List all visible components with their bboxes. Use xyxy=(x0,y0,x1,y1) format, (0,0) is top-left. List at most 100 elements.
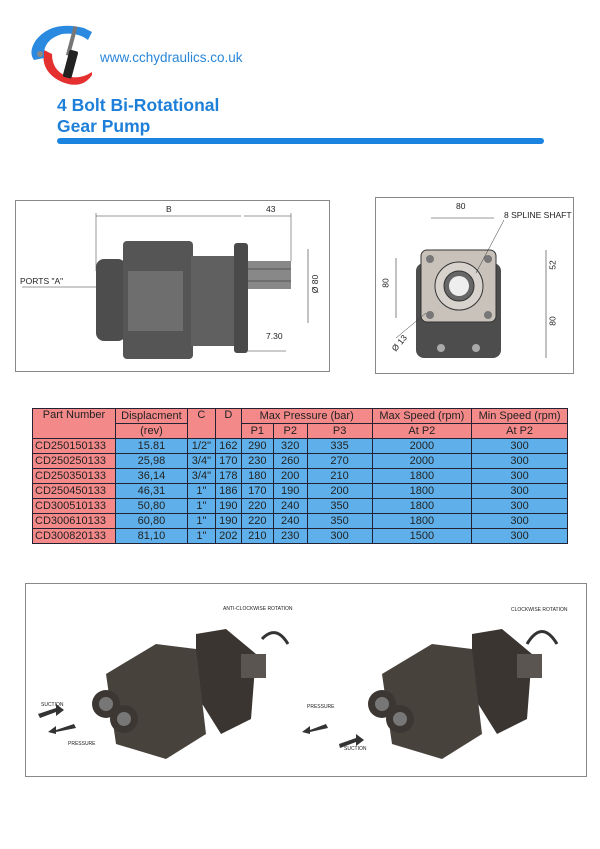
cell-p2: 190 xyxy=(272,483,308,499)
cell-p1: 170 xyxy=(240,483,274,499)
cell-p1: 180 xyxy=(240,468,274,484)
cell-p3: 210 xyxy=(306,468,373,484)
cell-part-number: CD300610133 xyxy=(32,513,116,529)
website-url[interactable]: www.cchydraulics.co.uk xyxy=(100,50,243,65)
cell-displacement: 60,80 xyxy=(114,513,188,529)
cell-displacement: 50,80 xyxy=(114,498,188,514)
cell-min-speed: 300 xyxy=(471,513,568,529)
cell-min-speed: 300 xyxy=(471,483,568,499)
title-line-1: 4 Bolt Bi-Rotational xyxy=(57,95,220,115)
cell-max-speed: 1800 xyxy=(371,483,473,499)
cell-d: 202 xyxy=(214,528,242,544)
cell-p3: 350 xyxy=(306,513,373,529)
pump-isometric-illustrations xyxy=(38,629,559,759)
cell-part-number: CD250450133 xyxy=(32,483,116,499)
cell-min-speed: 300 xyxy=(471,468,568,484)
header-c: C xyxy=(186,408,216,439)
cell-p1: 220 xyxy=(240,513,274,529)
cell-max-speed: 1800 xyxy=(371,468,473,484)
logo xyxy=(31,25,92,85)
cell-max-speed: 2000 xyxy=(371,453,473,469)
anti-clockwise-label: ANTI-CLOCKWISE ROTATION xyxy=(223,606,293,612)
header-max-speed: Max Speed (rpm) xyxy=(371,408,473,424)
cell-max-speed: 2000 xyxy=(371,438,473,454)
dim-diameter-80: Ø 80 xyxy=(310,274,321,294)
dim-b: B xyxy=(166,204,172,214)
ports-a-label: PORTS "A" xyxy=(20,276,64,286)
spec-table: Part Number Displacment C D Max Pressure… xyxy=(32,408,568,544)
spline-shaft-label: 8 SPLINE SHAFT xyxy=(504,210,572,220)
cell-max-speed: 1800 xyxy=(371,513,473,529)
cell-p1: 210 xyxy=(240,528,274,544)
cell-displacement: 36,14 xyxy=(114,468,188,484)
dim-7-30: 7.30 xyxy=(266,331,283,341)
cell-c: 1/2" xyxy=(186,438,216,454)
cell-displacement: 81,10 xyxy=(114,528,188,544)
dim-80-right: 80 xyxy=(547,316,558,326)
pump-front-illustration xyxy=(395,217,547,358)
cell-p1: 230 xyxy=(240,453,274,469)
cell-max-speed: 1800 xyxy=(371,498,473,514)
header-part-number: Part Number xyxy=(32,408,116,439)
cell-part-number: CD250250133 xyxy=(32,453,116,469)
cell-c: 1" xyxy=(186,513,216,529)
cell-min-speed: 300 xyxy=(471,453,568,469)
cell-part-number: CD300510133 xyxy=(32,498,116,514)
table-header-row: Part Number Displacment C D Max Pressure… xyxy=(32,408,568,439)
pump-side-illustration xyxy=(22,213,309,359)
cell-p3: 350 xyxy=(306,498,373,514)
cell-c: 1" xyxy=(186,483,216,499)
page-title: 4 Bolt Bi-Rotational Gear Pump xyxy=(57,95,219,137)
cell-displacement: 15.81 xyxy=(114,438,188,454)
cell-p2: 240 xyxy=(272,498,308,514)
header-displacement-unit: (rev) xyxy=(114,423,188,439)
header-min-speed: Min Speed (rpm) xyxy=(471,408,568,424)
cell-p2: 200 xyxy=(272,468,308,484)
cell-c: 1" xyxy=(186,528,216,544)
cell-min-speed: 300 xyxy=(471,528,568,544)
cell-max-speed: 1500 xyxy=(371,528,473,544)
header-displacement: Displacment xyxy=(114,408,188,424)
cell-d: 190 xyxy=(214,513,242,529)
cell-p2: 230 xyxy=(272,528,308,544)
cell-p2: 240 xyxy=(272,513,308,529)
cell-d: 162 xyxy=(214,438,242,454)
cell-d: 178 xyxy=(214,468,242,484)
cell-min-speed: 300 xyxy=(471,438,568,454)
clockwise-label: CLOCKWISE ROTATION xyxy=(511,607,568,613)
cell-displacement: 25,98 xyxy=(114,453,188,469)
dim-80-left: 80 xyxy=(380,278,391,288)
cell-part-number: CD250350133 xyxy=(32,468,116,484)
dim-80-top: 80 xyxy=(456,201,466,211)
title-line-2: Gear Pump xyxy=(57,116,151,136)
cell-d: 170 xyxy=(214,453,242,469)
cell-c: 3/4" xyxy=(186,468,216,484)
side-view-drawing: B 43 Ø 80 7.30 PORTS "A" xyxy=(15,200,330,372)
table-subheader-row: (rev) P1 P2 P3 At P2 At P2 xyxy=(33,423,568,439)
header-max-pressure: Max Pressure (bar) xyxy=(240,408,373,424)
right-suction-label: SUCTION xyxy=(344,746,367,752)
cell-p3: 200 xyxy=(306,483,373,499)
cell-min-speed: 300 xyxy=(471,498,568,514)
cell-c: 3/4" xyxy=(186,453,216,469)
right-pressure-label: PRESSURE xyxy=(307,704,335,710)
dim-52: 52 xyxy=(547,260,558,270)
rotation-diagram: ANTI-CLOCKWISE ROTATION SUCTION PRESSURE… xyxy=(25,583,587,777)
cell-d: 190 xyxy=(214,498,242,514)
header-p1: P1 xyxy=(240,423,274,439)
cell-displacement: 46,31 xyxy=(114,483,188,499)
cell-d: 186 xyxy=(214,483,242,499)
cell-p2: 260 xyxy=(272,453,308,469)
cell-p3: 300 xyxy=(306,528,373,544)
header-max-speed-sub: At P2 xyxy=(371,423,473,439)
header-p3: P3 xyxy=(306,423,373,439)
dim-43: 43 xyxy=(266,204,276,214)
title-underline-bar xyxy=(57,138,544,144)
left-suction-label: SUCTION xyxy=(41,702,64,708)
left-pressure-label: PRESSURE xyxy=(68,741,96,747)
